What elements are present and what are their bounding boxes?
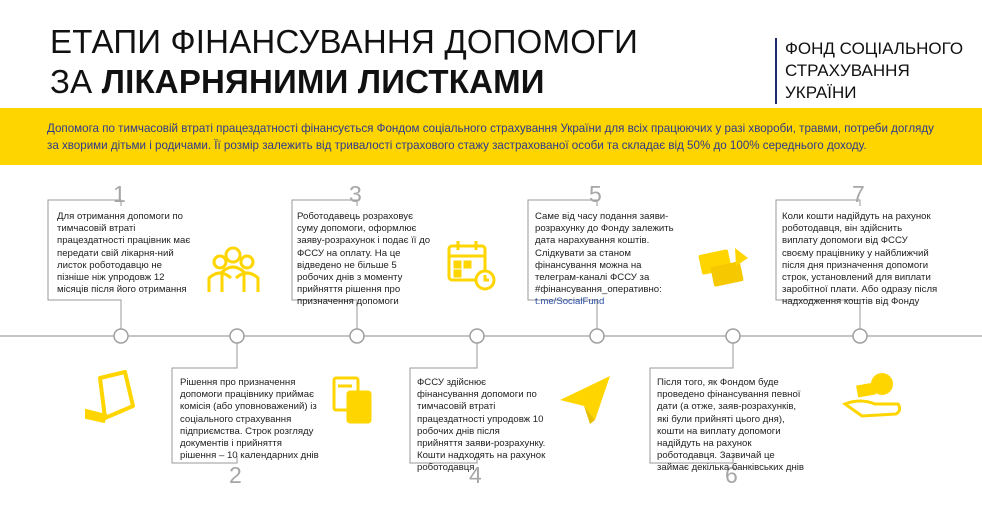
step-number-1: 1 [113, 181, 126, 207]
step-number-2: 2 [229, 462, 242, 488]
bracket-step-4 [409, 343, 478, 464]
banner-line-1: Допомога по тимчасовій втраті працездатн… [47, 122, 934, 135]
title-line-2: ЗА ЛІКАРНЯНИМИ ЛИСТКАМИ [50, 62, 638, 102]
banner-line-2: за хворими дітьми і родичами. Її розмір … [47, 139, 867, 152]
title-prefix: ЗА [50, 63, 102, 100]
timeline-node-5 [589, 328, 605, 344]
money-transfer-icon [698, 248, 748, 287]
bracket-step-7 [775, 199, 861, 329]
bracket-step-1 [47, 199, 122, 329]
bracket-step-5 [527, 199, 598, 329]
step-text-2: Рішення про призначення допомоги працівн… [180, 377, 319, 462]
calendar-icon [447, 241, 496, 291]
step-text-4: ФССУ здійснює фінансування допомоги по т… [417, 377, 546, 474]
banner-text: Допомога по тимчасовій втраті працездатн… [47, 120, 947, 154]
step-number-7: 7 [852, 181, 865, 207]
org-line-2: СТРАХУВАННЯ УКРАЇНИ [785, 61, 910, 102]
bracket-step-2 [171, 343, 238, 464]
org-logo-text: ФОНД СОЦІАЛЬНОГО СТРАХУВАННЯ УКРАЇНИ [775, 38, 982, 104]
timeline-node-2 [229, 328, 245, 344]
title-line-1: ЕТАПИ ФІНАНСУВАННЯ ДОПОМОГИ [50, 23, 639, 60]
step-text-3: Роботодавець розраховує суму допомоги, о… [297, 211, 431, 308]
title-bold: ЛІКАРНЯНИМИ ЛИСТКАМИ [101, 63, 545, 100]
paper-plane-icon [560, 376, 610, 424]
document-icon [85, 370, 135, 424]
bracket-step-6 [649, 343, 734, 464]
timeline-node-7 [852, 328, 868, 344]
calculator-icon [332, 376, 372, 424]
people-icon [207, 246, 260, 292]
page-title: ЕТАПИ ФІНАНСУВАННЯ ДОПОМОГИ ЗА ЛІКАРНЯНИ… [50, 22, 638, 102]
step-number-6: 6 [725, 462, 738, 488]
timeline-node-4 [469, 328, 485, 344]
step-text-6: Після того, як Фондом буде проведено фін… [657, 377, 805, 474]
step-number-3: 3 [349, 181, 362, 207]
hand-money-icon [841, 373, 902, 418]
bracket-step-3 [291, 199, 358, 329]
step-text-5: Саме від часу подання заяви-розрахунку д… [535, 211, 683, 309]
timeline-node-6 [725, 328, 741, 344]
org-line-1: ФОНД СОЦІАЛЬНОГО [785, 39, 964, 58]
step-text-7: Коли кошти надійдуть на рахунок роботода… [782, 211, 938, 308]
telegram-link[interactable]: t.me/SocialFund [535, 296, 605, 308]
timeline-node-3 [349, 328, 365, 344]
step-number-5: 5 [589, 181, 602, 207]
timeline-node-1 [113, 328, 129, 344]
step-number-4: 4 [469, 462, 482, 488]
step-text-5-body: Саме від часу подання заяви-розрахунку д… [535, 211, 674, 296]
step-text-1: Для отримання допомоги по тимчасовій втр… [57, 211, 191, 296]
info-banner: Допомога по тимчасовій втраті працездатн… [0, 108, 982, 165]
